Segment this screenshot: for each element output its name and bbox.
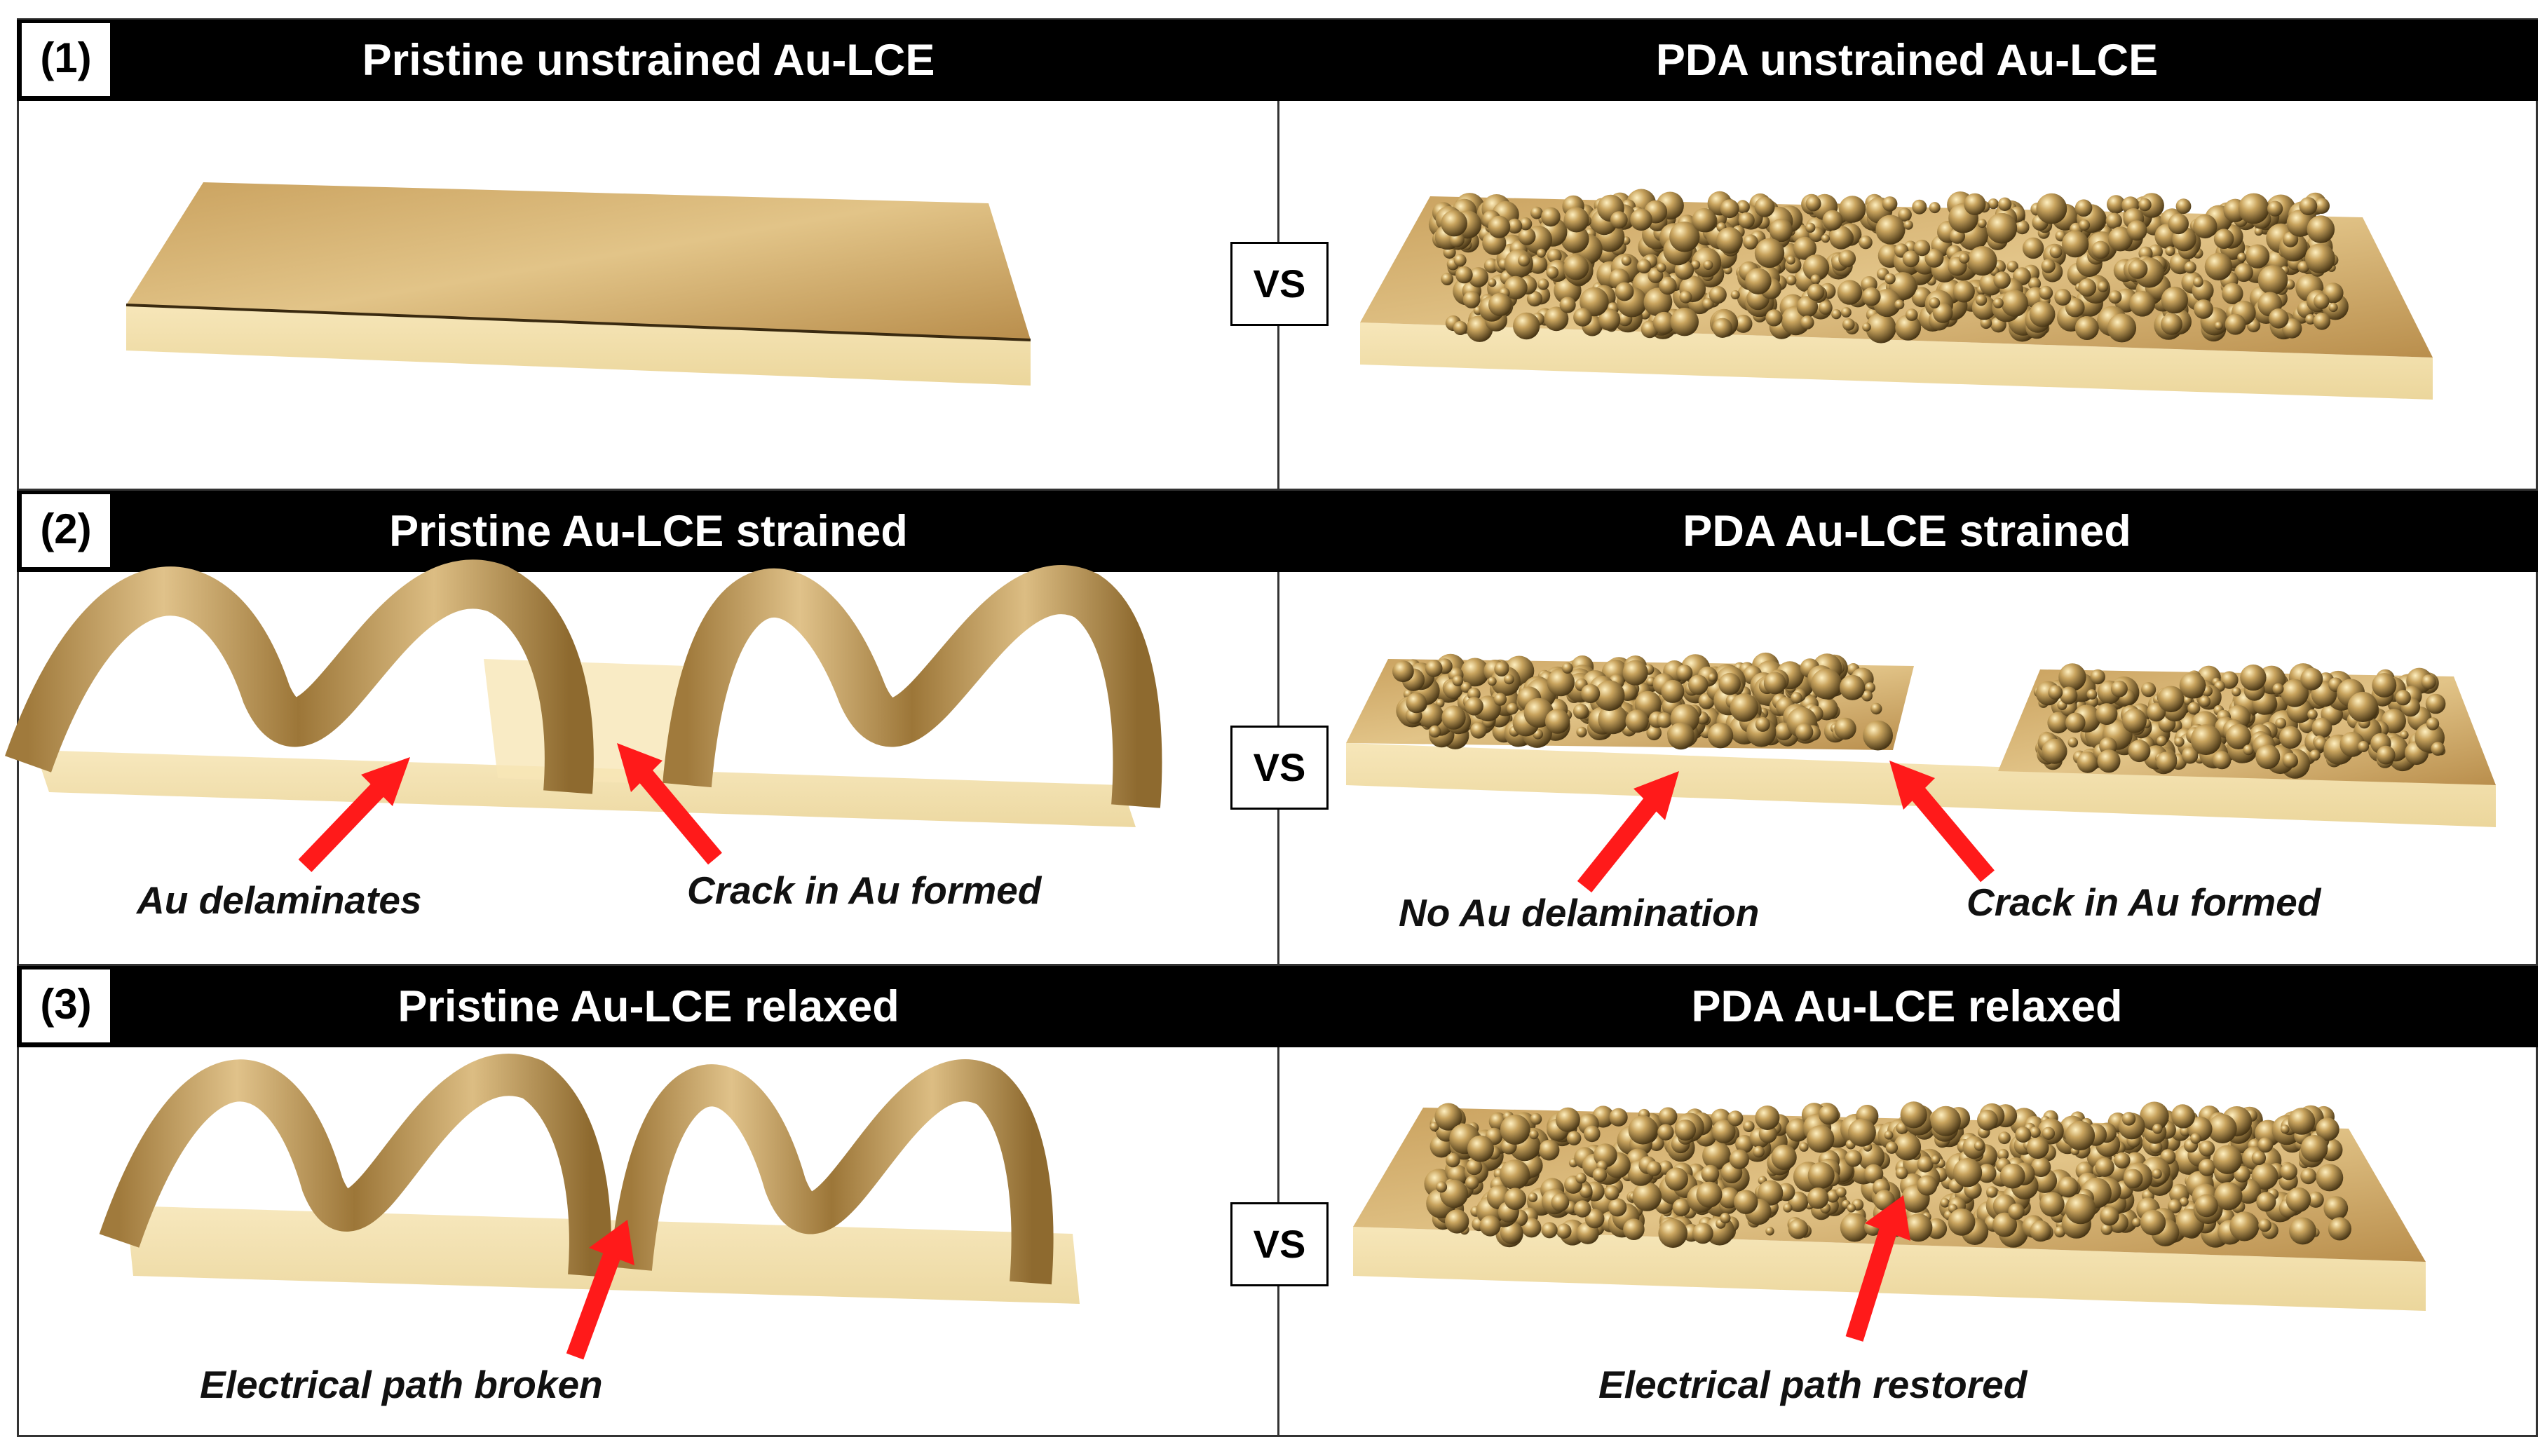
row-divider-2 [17,964,2538,966]
row-2-right-title: PDA Au-LCE strained [1683,507,2131,556]
red-arrow-icon [1845,1195,1910,1342]
row-number-3: (3) [20,967,112,1045]
row-1-left-title: Pristine unstrained Au-LCE [362,36,935,85]
red-arrow-icon [1889,761,1995,883]
vs-badge-row-3: VS [1230,1202,1329,1286]
row-number-1: (1) [20,21,112,98]
pda-strained-slab [1346,652,2496,827]
caption-no-au-delamination: No Au delamination [1399,891,1760,934]
red-arrow-icon [617,743,722,865]
header-bar-row-1 [17,20,2538,101]
red-arrow-icon [298,757,410,872]
pda-unstrained-slab [1360,189,2433,400]
pda-relaxed-slab [1353,1101,2426,1311]
pristine-strained-wave [5,559,1162,827]
row-1-right-title: PDA unstrained Au-LCE [1655,36,2159,85]
caption-crack-right: Crack in Au formed [1967,880,2321,924]
caption-path-restored: Electrical path restored [1598,1363,2028,1406]
caption-crack-left: Crack in Au formed [687,869,1042,912]
pristine-unstrained-slab [125,182,1031,386]
row-3-right-title: PDA Au-LCE relaxed [1691,982,2123,1031]
red-arrow-icon [1577,771,1679,893]
row-number-2: (2) [20,492,112,569]
header-bar-row-2 [17,491,2538,572]
row-2-left-title: Pristine Au-LCE strained [389,507,908,556]
caption-path-broken: Electrical path broken [200,1363,603,1406]
header-bar-row-3 [17,966,2538,1047]
row-divider-1 [17,489,2538,491]
red-arrow-icon [566,1220,634,1360]
pristine-relaxed-wave [99,1054,1080,1304]
vs-badge-row-2: VS [1230,726,1329,810]
caption-au-delaminates: Au delaminates [137,878,422,922]
vs-badge-row-1: VS [1230,242,1329,326]
row-3-left-title: Pristine Au-LCE relaxed [398,982,899,1031]
